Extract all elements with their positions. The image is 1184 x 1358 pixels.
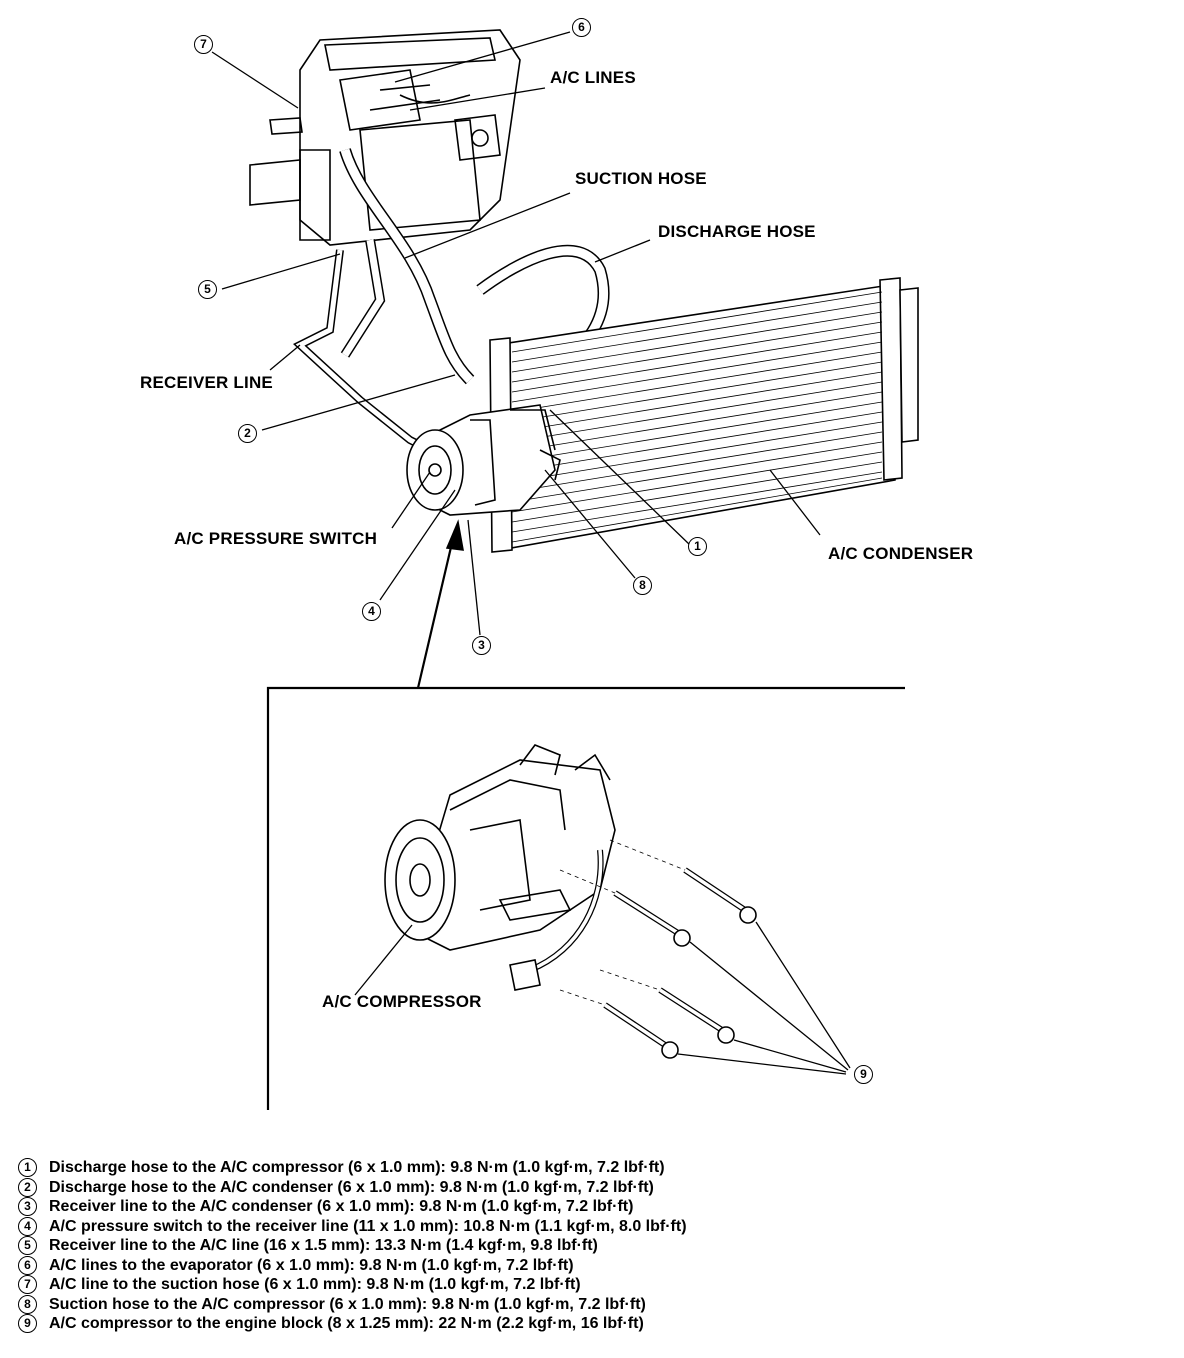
label-ac-condenser: A/C CONDENSER — [828, 544, 974, 563]
callout-4: 4 — [362, 602, 381, 621]
legend-item-2: 2 Discharge hose to the A/C condenser (6 … — [18, 1177, 687, 1198]
legend-text: A/C compressor to the engine block (8 x … — [49, 1315, 644, 1332]
legend-num: 6 — [18, 1255, 37, 1275]
label-discharge-hose: DISCHARGE HOSE — [658, 222, 816, 241]
callout-3: 3 — [472, 636, 491, 655]
legend-item-5: 5 Receiver line to the A/C line (16 x 1.5… — [18, 1236, 687, 1256]
legend-text: A/C pressure switch to the receiver line… — [49, 1217, 687, 1235]
callout-8: 8 — [633, 576, 652, 595]
legend-num: 7 — [18, 1275, 37, 1295]
ac-lines — [399, 94, 471, 104]
callout-2: 2 — [238, 424, 257, 443]
torque-legend: 1 Discharge hose to the A/C compressor (6… — [18, 1158, 687, 1334]
legend-num: 5 — [18, 1236, 37, 1256]
legend-text: A/C lines to the evaporator (6 x 1.0 mm)… — [49, 1256, 574, 1274]
legend-text: Suction hose to the A/C compressor (6 x … — [49, 1295, 646, 1313]
label-ac-lines: A/C LINES — [550, 68, 636, 87]
leader-lines — [211, 31, 821, 636]
legend-text: A/C line to the suction hose (6 x 1.0 mm… — [49, 1276, 581, 1293]
legend-item-6: 6 A/C lines to the evaporator (6 x 1.0 mm… — [18, 1255, 687, 1276]
legend-num: 9 — [18, 1314, 37, 1334]
legend-item-9: 9 A/C compressor to the engine block (8 x… — [18, 1314, 687, 1334]
label-ac-pressure-switch: A/C PRESSURE SWITCH — [174, 529, 378, 548]
legend-item-8: 8 Suction hose to the A/C compressor (6 x… — [18, 1294, 687, 1315]
callout-5: 5 — [198, 280, 217, 299]
legend-num: 8 — [18, 1294, 37, 1314]
legend-item-7: 7 A/C line to the suction hose (6 x 1.0 m… — [18, 1275, 687, 1295]
legend-num: 2 — [18, 1177, 37, 1197]
condenser-drawing — [489, 277, 919, 553]
legend-item-4: 4 A/C pressure switch to the receiver lin… — [18, 1216, 687, 1237]
callout-7: 7 — [194, 35, 213, 54]
inset-frame — [266, 686, 905, 1110]
callout-6: 6 — [572, 18, 591, 37]
legend-item-1: 1 Discharge hose to the A/C compressor (6… — [18, 1158, 687, 1178]
label-receiver-line: RECEIVER LINE — [140, 373, 273, 392]
label-ac-compressor: A/C COMPRESSOR — [322, 992, 482, 1011]
legend-item-3: 3 Receiver line to the A/C condenser (6 x… — [18, 1197, 687, 1217]
compressor-inset-drawing — [384, 744, 616, 991]
legend-num: 4 — [18, 1216, 37, 1236]
legend-text: Receiver line to the A/C condenser (6 x … — [49, 1198, 634, 1215]
compressor-top-drawing — [406, 404, 561, 516]
legend-num: 1 — [18, 1158, 37, 1178]
legend-text: Receiver line to the A/C line (16 x 1.5 … — [49, 1237, 598, 1254]
bolts — [559, 839, 757, 1059]
evaporator-unit — [249, 29, 521, 246]
callout-9: 9 — [854, 1065, 873, 1084]
legend-text: Discharge hose to the A/C compressor (6 … — [49, 1159, 665, 1176]
legend-num: 3 — [18, 1197, 37, 1217]
label-suction-hose: SUCTION HOSE — [575, 169, 707, 188]
legend-text: Discharge hose to the A/C condenser (6 x… — [49, 1178, 654, 1196]
callout-1: 1 — [688, 537, 707, 556]
